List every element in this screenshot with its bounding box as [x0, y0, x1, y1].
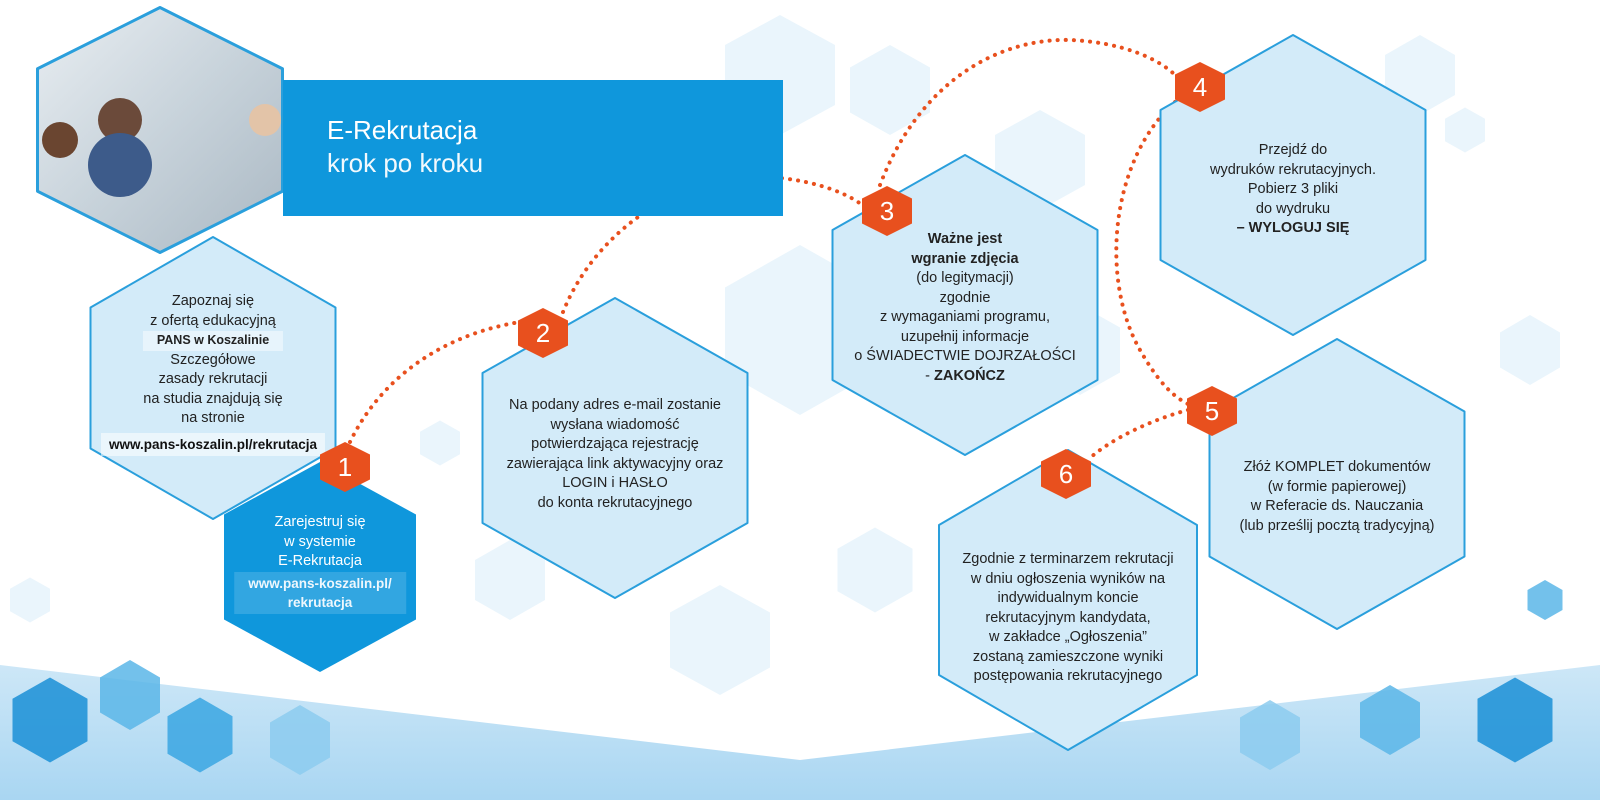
photo-person [88, 133, 152, 197]
connector-5-6 [1088, 408, 1190, 460]
decorative-hexagon [837, 527, 913, 613]
decorative-hexagon [270, 705, 330, 775]
decorative-hexagon [850, 45, 930, 135]
intro-highlight: PANS w Koszalinie [142, 331, 284, 351]
step-line: Przejdź do [1258, 142, 1328, 158]
step-line: postępowania rekrutacyjnego [973, 668, 1163, 684]
decorative-hexagon [1360, 685, 1420, 755]
decorative-hexagon [1477, 677, 1553, 763]
step-3-text: Ważne jest wgranie zdjęcia (do legitymac… [854, 230, 1076, 386]
step-line: w zakładce „Ogłoszenia” [989, 629, 1147, 645]
step-6-text: Zgodnie z terminarzem rekrutacji w dniu … [962, 550, 1173, 687]
decorative-hexagon [1527, 580, 1563, 620]
step-line: (do legitymacji) [916, 270, 1014, 286]
decorative-hexagon [10, 577, 50, 623]
step-6-hexagon [938, 449, 1198, 751]
intro-url-link[interactable]: www.pans-koszalin.pl/rekrutacja [100, 432, 326, 456]
step-line: zawierająca link aktywacyjny oraz [506, 455, 724, 472]
step-line: wydruków rekrutacyjnych. [1210, 161, 1376, 178]
decorative-hexagon [670, 585, 770, 695]
intro-line: Szczegółowe [170, 351, 256, 368]
step-1-text: Zarejestruj się w systemie E-Rekrutacja … [234, 513, 406, 614]
step-line: w Referacie ds. Nauczania [1250, 498, 1424, 514]
step-line: w systemie [284, 533, 356, 550]
title-main: E-Rekrutacja [327, 115, 478, 145]
connector-4-5 [1114, 100, 1192, 407]
step-2-text: Na podany adres e-mail zostanie wysłana … [507, 396, 724, 513]
photo-person [98, 98, 142, 142]
step-line: Zarejestruj się [274, 514, 366, 530]
photo-person [249, 104, 281, 136]
step-2-badge: 2 [518, 308, 568, 358]
url-line: rekrutacja [287, 594, 353, 610]
intro-line: Zapoznaj się [171, 293, 255, 309]
step-line: do konta rekrutacyjnego [537, 494, 693, 511]
step-line: E-Rekrutacja [278, 553, 362, 569]
step-bold-line: ZAKOŃCZ [933, 367, 1005, 384]
students-photo [36, 6, 284, 254]
step-1-badge: 1 [320, 442, 370, 492]
photo-person [42, 122, 78, 158]
decorative-hexagon [12, 677, 88, 763]
step-1-url-link[interactable]: www.pans-koszalin.pl/ rekrutacja [234, 571, 406, 614]
photo-hexagon [36, 6, 284, 254]
step-line: Zgodnie z terminarzem rekrutacji [962, 551, 1174, 567]
decorative-hexagons [10, 15, 1560, 695]
intro-line: na studia znajdują się [143, 390, 283, 407]
step-line: potwierdzająca rejestrację [531, 436, 699, 452]
page-title: E-Rekrutacja krok po kroku [327, 114, 483, 180]
decorative-hexagon [1445, 107, 1485, 153]
intro-line: zasady rekrutacji [158, 371, 268, 387]
step-bold-line: – WYLOGUJ SIĘ [1236, 220, 1350, 236]
step-1-hexagon [224, 462, 416, 672]
step-line: Złóż KOMPLET dokumentów [1243, 459, 1431, 475]
title-banner [283, 80, 783, 216]
title-subtitle: krok po kroku [327, 148, 484, 178]
step-line: uzupełnij informacje [900, 328, 1030, 345]
bottom-band [0, 665, 1600, 800]
decorative-hexagon [100, 660, 160, 730]
step-bold-line: wgranie zdjęcia [911, 250, 1019, 267]
step-5-text: Złóż KOMPLET dokumentów (w formie papier… [1239, 458, 1434, 536]
connector-2-3 [561, 174, 864, 314]
decorative-hexagon [1500, 315, 1560, 385]
step-line: w dniu ogłoszenia wyników na [970, 570, 1166, 587]
step-4-badge: 4 [1175, 62, 1225, 112]
decorative-hexagon [1385, 35, 1455, 115]
step-4-hexagon [1159, 34, 1427, 336]
step-line: LOGIN i HASŁO [562, 475, 668, 491]
intro-line: z ofertą edukacyjną [150, 312, 276, 329]
step-2-hexagon [481, 297, 749, 599]
step-4-text: Przejdź do wydruków rekrutacyjnych. Pobi… [1210, 141, 1376, 239]
url-line: www.pans-koszalin.pl/ [248, 575, 392, 591]
decorative-hexagon [475, 540, 545, 620]
step-line: z wymaganiami programu, [879, 309, 1051, 325]
step-line: o ŚWIADECTWIE DOJRZAŁOŚCI [854, 348, 1076, 364]
decorative-hexagon [167, 697, 233, 773]
intro-line: na stronie [181, 410, 245, 426]
step-line: rekrutacyjnym kandydata, [985, 609, 1151, 626]
decorative-hexagon [1240, 700, 1300, 770]
step-6-badge: 6 [1041, 449, 1091, 499]
step-line: do wydruku [1255, 200, 1331, 217]
step-line: wysłana wiadomość [550, 416, 680, 433]
step-line: indywidualnym koncie [997, 590, 1139, 606]
step-line: zgodnie [939, 289, 991, 306]
decorative-hexagon [420, 420, 460, 466]
intro-text: Zapoznaj się z ofertą edukacyjną PANS w … [100, 292, 326, 456]
step-prefix: - [925, 367, 934, 384]
step-line: Pobierz 3 pliki [1247, 181, 1339, 197]
connector-1-2 [348, 320, 522, 444]
step-bold-line: Ważne jest [927, 231, 1003, 247]
step-line: zostaną zamieszczone wyniki [972, 648, 1164, 665]
step-line: (w formie papierowej) [1267, 478, 1407, 495]
step-line: Na podany adres e-mail zostanie [509, 397, 721, 413]
step-5-badge: 5 [1187, 386, 1237, 436]
step-line: (lub prześlij pocztą tradycyjną) [1239, 517, 1435, 534]
